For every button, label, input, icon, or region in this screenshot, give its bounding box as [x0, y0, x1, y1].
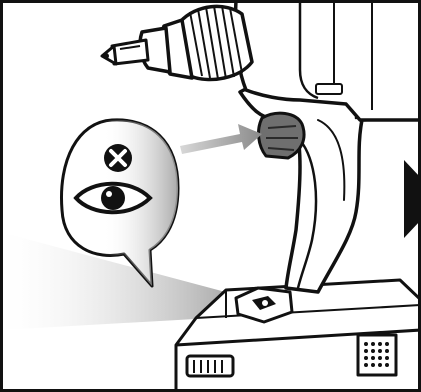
eye-icon — [76, 184, 150, 213]
direction-arrow-icon — [180, 124, 262, 154]
prohibited-x-icon — [104, 144, 132, 172]
screwdriver-bit — [102, 40, 148, 64]
trigger — [259, 113, 305, 158]
